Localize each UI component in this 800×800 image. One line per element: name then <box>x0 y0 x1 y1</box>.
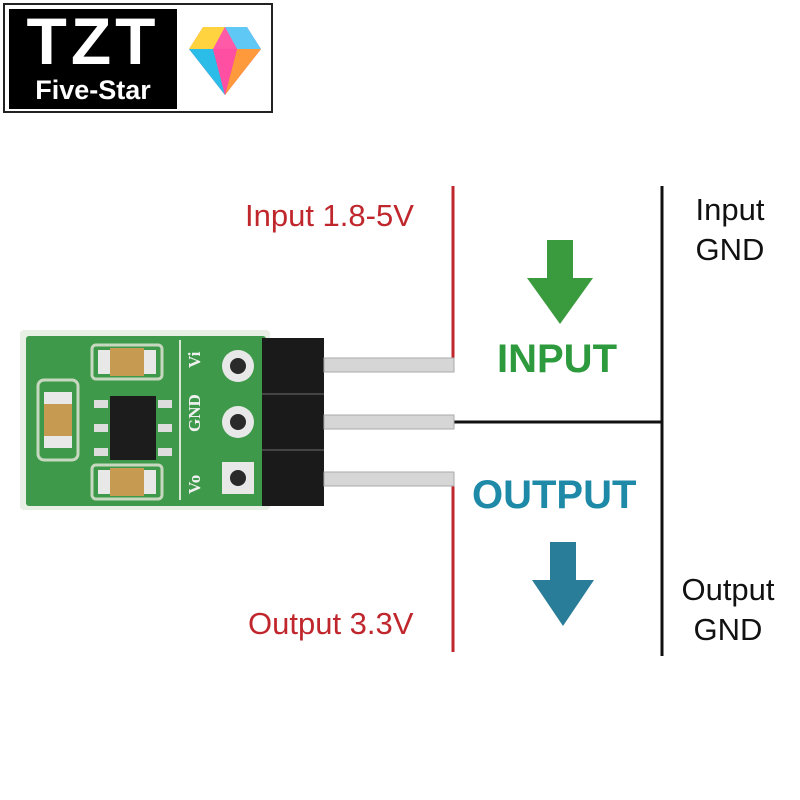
pin-label-vo: Vo <box>185 475 204 494</box>
input-gnd-label: Input GND <box>670 190 790 270</box>
pin-label-vi: Vi <box>185 351 204 368</box>
input-gnd-line1: Input <box>695 192 765 227</box>
output-voltage-label: Output 3.3V <box>248 606 414 641</box>
logo-title: TZT <box>26 4 160 78</box>
input-voltage-label: Input 1.8-5V <box>245 198 414 233</box>
pin-vo <box>323 471 455 487</box>
pin-header <box>262 338 324 506</box>
input-gnd-line2: GND <box>695 232 765 267</box>
logo-subtitle: Five-Star <box>35 75 151 105</box>
output-arrow-icon <box>532 542 594 626</box>
input-heading: INPUT <box>497 337 617 381</box>
ic-chip <box>110 396 156 460</box>
output-heading: OUTPUT <box>472 473 637 517</box>
output-gnd-line2: GND <box>693 612 763 647</box>
pin-vi <box>323 357 455 373</box>
output-gnd-line1: Output <box>681 572 775 607</box>
output-gnd-label: Output GND <box>668 570 788 650</box>
pin-label-gnd: GND <box>185 394 204 432</box>
pin-gnd <box>323 414 455 430</box>
diamond-icon <box>189 27 261 95</box>
brand-logo: TZT Five-Star <box>3 3 273 113</box>
logo-block: TZT Five-Star <box>9 4 177 109</box>
input-arrow-icon <box>527 240 593 324</box>
